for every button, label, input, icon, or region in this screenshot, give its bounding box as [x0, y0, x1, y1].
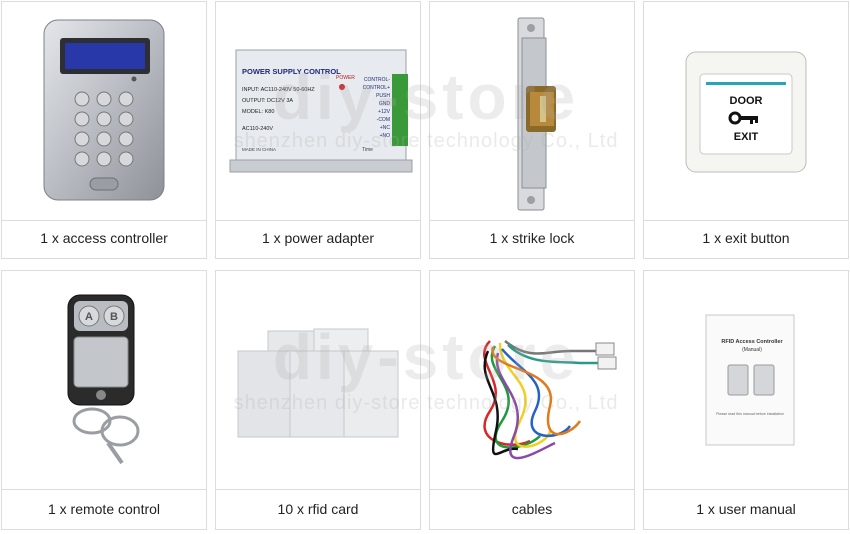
svg-text:B: B — [110, 311, 118, 323]
svg-text:MADE IN CHINA: MADE IN CHINA — [242, 147, 276, 152]
svg-text:(Manual): (Manual) — [742, 347, 762, 353]
power-supply-icon: POWER SUPPLY CONTROL POWER INPUT: AC110-… — [229, 49, 413, 173]
svg-text:Time: Time — [362, 147, 373, 153]
product-image: RFID Access Controller (Manual) Please r… — [644, 271, 848, 490]
product-caption: 10 x rfid card — [277, 501, 359, 517]
product-image — [216, 271, 420, 490]
cables-icon — [483, 340, 617, 460]
svg-text:A: A — [85, 311, 93, 323]
svg-text:POWER SUPPLY CONTROL: POWER SUPPLY CONTROL — [242, 67, 341, 76]
product-cell-remote-control: A B 1 x remote control — [1, 270, 207, 530]
product-cell-user-manual: RFID Access Controller (Manual) Please r… — [643, 270, 849, 530]
svg-text:RFID Access Controller: RFID Access Controller — [721, 339, 783, 345]
product-cell-exit-button: DOOR EXIT 1 x exit button — [643, 1, 849, 259]
product-caption: 1 x exit button — [702, 230, 790, 246]
svg-text:AC110-240V: AC110-240V — [242, 126, 273, 132]
user-manual-icon: RFID Access Controller (Manual) Please r… — [705, 314, 795, 446]
svg-text:POWER: POWER — [336, 75, 355, 81]
svg-text:MODEL: K80: MODEL: K80 — [242, 109, 274, 115]
product-image: DOOR EXIT — [644, 2, 848, 221]
svg-text:Please read this manual before: Please read this manual before installat… — [716, 412, 784, 416]
svg-text:DOOR: DOOR — [730, 95, 763, 107]
product-image: A B — [2, 271, 206, 490]
product-caption: 1 x strike lock — [489, 230, 575, 246]
product-image — [2, 2, 206, 221]
svg-text:PUSH: PUSH — [376, 93, 390, 99]
product-image: POWER SUPPLY CONTROL POWER INPUT: AC110-… — [216, 2, 420, 221]
svg-text:INPUT: AC110-240V 50-60HZ: INPUT: AC110-240V 50-60HZ — [242, 87, 315, 93]
product-cell-rfid-card: 10 x rfid card — [215, 270, 421, 530]
svg-text:GND: GND — [379, 101, 391, 107]
exit-button-icon: DOOR EXIT — [685, 51, 807, 173]
svg-text:EXIT: EXIT — [734, 131, 759, 143]
svg-text:+NC: +NC — [380, 125, 391, 131]
product-cell-strike-lock: 1 x strike lock — [429, 1, 635, 259]
remote-control-icon: A B — [67, 294, 140, 465]
product-caption: 1 x power adapter — [261, 230, 375, 246]
product-cell-access-controller: 1 x access controller — [1, 1, 207, 259]
svg-text:CONTROL+: CONTROL+ — [363, 85, 390, 91]
svg-text:OUTPUT: DC12V 3A: OUTPUT: DC12V 3A — [242, 98, 293, 104]
product-caption: 1 x remote control — [47, 501, 161, 517]
svg-text:CONTROL-: CONTROL- — [364, 77, 390, 83]
svg-text:-COM: -COM — [377, 117, 390, 123]
keypad-icon — [43, 19, 165, 201]
product-caption: 1 x access controller — [40, 230, 168, 246]
product-cell-cables: cables — [429, 270, 635, 530]
svg-text:+NO: +NO — [380, 133, 391, 139]
product-image — [430, 2, 634, 221]
product-image — [430, 271, 634, 490]
product-cell-power-adapter: POWER SUPPLY CONTROL POWER INPUT: AC110-… — [215, 1, 421, 259]
strike-lock-icon — [517, 17, 556, 211]
product-caption: cables — [511, 501, 553, 517]
product-caption: 1 x user manual — [696, 501, 796, 517]
rfid-card-icon — [237, 328, 399, 438]
svg-text:+12V: +12V — [378, 109, 390, 115]
